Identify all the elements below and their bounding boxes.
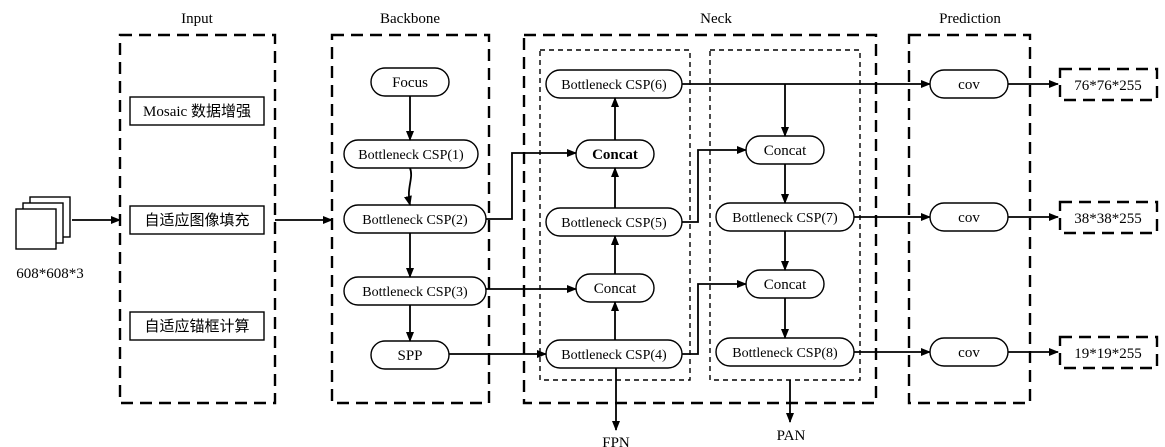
output-1: 76*76*255 bbox=[1074, 78, 1142, 94]
arrow-csp5-to-concat3 bbox=[682, 146, 747, 223]
section-title-input: Input bbox=[181, 11, 213, 27]
output-box-3 bbox=[1058, 335, 1159, 370]
fpn-label: FPN bbox=[602, 435, 630, 447]
output-2: 38*38*255 bbox=[1074, 211, 1142, 227]
node-csp5: Bottleneck CSP(5) bbox=[561, 216, 667, 231]
input-step-box-anchor bbox=[129, 311, 265, 341]
arrow-csp1-to-csp2 bbox=[404, 167, 413, 206]
pan-label: PAN bbox=[777, 428, 806, 444]
output-box-2 bbox=[1058, 200, 1159, 235]
node-csp6: Bottleneck CSP(6) bbox=[561, 78, 667, 93]
neck-section-box bbox=[522, 33, 878, 405]
section-title-prediction: Prediction bbox=[939, 11, 1001, 27]
input-step-box-mosaic bbox=[129, 96, 265, 126]
node-cov2: cov bbox=[958, 210, 980, 226]
arrow-csp2-to-concat1 bbox=[486, 149, 577, 220]
node-csp2: Bottleneck CSP(2) bbox=[362, 213, 468, 228]
node-csp7: Bottleneck CSP(7) bbox=[732, 211, 838, 226]
input-step-fill: 自适应图像填充 bbox=[144, 211, 249, 229]
pan-box bbox=[709, 49, 861, 381]
node-concat3: Concat bbox=[764, 143, 807, 159]
fpn-box bbox=[539, 49, 691, 381]
section-title-backbone: Backbone bbox=[380, 11, 440, 27]
node-csp4: Bottleneck CSP(4) bbox=[561, 348, 667, 363]
node-concat1: Concat bbox=[592, 147, 638, 163]
input-image-stack-icon bbox=[15, 196, 71, 250]
input-step-mosaic: Mosaic 数据增强 bbox=[143, 103, 251, 120]
node-csp3: Bottleneck CSP(3) bbox=[362, 285, 468, 300]
node-cov1: cov bbox=[958, 77, 980, 93]
node-cov3: cov bbox=[958, 345, 980, 361]
node-concat4: Concat bbox=[764, 277, 807, 293]
input-step-anchor: 自适应锚框计算 bbox=[144, 317, 249, 335]
node-focus: Focus bbox=[392, 75, 428, 91]
node-spp: SPP bbox=[397, 348, 422, 364]
node-csp1: Bottleneck CSP(1) bbox=[358, 148, 464, 163]
arrow-csp4-to-concat4 bbox=[682, 280, 747, 355]
output-3: 19*19*255 bbox=[1074, 346, 1142, 362]
node-concat2: Concat bbox=[594, 281, 637, 297]
output-box-1 bbox=[1058, 67, 1159, 102]
input-size-label: 608*608*3 bbox=[16, 266, 84, 282]
prediction-section-box bbox=[907, 33, 1032, 405]
input-step-box-fill bbox=[129, 205, 265, 235]
node-box-csp3 bbox=[343, 276, 487, 306]
section-title-neck: Neck bbox=[700, 11, 732, 27]
node-csp8: Bottleneck CSP(8) bbox=[732, 346, 838, 361]
